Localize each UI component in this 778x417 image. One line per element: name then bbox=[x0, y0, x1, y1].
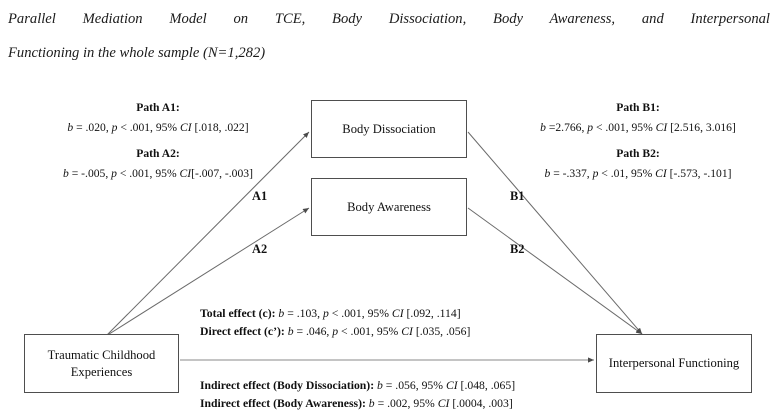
edge-b2 bbox=[467, 207, 643, 335]
edge-a1 bbox=[105, 131, 310, 337]
node-tce-label: Traumatic Childhood Experiences bbox=[47, 347, 156, 379]
indirect-effect-awareness-values: b = .002, 95% CI [.0004, .003] bbox=[368, 396, 513, 410]
edge-label-b2: B2 bbox=[510, 242, 525, 256]
edge-label-a2: A2 bbox=[252, 242, 268, 256]
path-a2-statistics: Path A2: b = -.005, p < .001, 95% CI[-.0… bbox=[8, 144, 308, 184]
path-a1-statistics: Path A1: b = .020, p < .001, 95% CI [.01… bbox=[8, 98, 308, 138]
direct-effect-values: b = .046, p < .001, 95% CI [.035, .056] bbox=[287, 324, 471, 338]
indirect-effect-dissociation-row: Indirect effect (Body Dissociation): b =… bbox=[200, 377, 515, 395]
figure-title-line-2: Functioning in the whole sample (N=1,282… bbox=[8, 45, 266, 61]
node-body-awareness-label: Body Awareness bbox=[347, 199, 431, 214]
path-a2-values: b = -.005, p < .001, 95% CI[-.007, -.003… bbox=[63, 167, 253, 180]
indirect-effect-awareness-label: Indirect effect (Body Awareness): bbox=[200, 396, 366, 410]
indirect-effect-dissociation-label: Indirect effect (Body Dissociation): bbox=[200, 379, 375, 392]
effects-indirect: Indirect effect (Body Dissociation): b =… bbox=[200, 377, 515, 412]
indirect-effect-dissociation-values: b = .056, 95% CI [.048, .065] bbox=[377, 379, 516, 392]
path-a1-heading: Path A1: bbox=[136, 101, 180, 114]
edge-label-b1: B1 bbox=[510, 189, 525, 203]
path-b1-heading: Path B1: bbox=[616, 101, 660, 114]
node-body-dissociation[interactable]: Body Dissociation bbox=[311, 100, 467, 158]
total-effect-label: Total effect (c): bbox=[200, 307, 276, 320]
effects-total-direct: Total effect (c): b = .103, p < .001, 95… bbox=[200, 305, 470, 340]
edge-a2 bbox=[105, 207, 310, 337]
total-effect-values: b = .103, p < .001, 95% CI [.092, .114] bbox=[278, 307, 461, 320]
node-interpersonal-functioning[interactable]: Interpersonal Functioning bbox=[596, 334, 752, 393]
node-body-dissociation-label: Body Dissociation bbox=[342, 121, 436, 136]
total-effect-row: Total effect (c): b = .103, p < .001, 95… bbox=[200, 305, 470, 323]
figure-title-line-1: Parallel Mediation Model on TCE, Body Di… bbox=[8, 11, 770, 27]
path-b2-statistics: Path B2: b = -.337, p < .01, 95% CI [-.5… bbox=[500, 144, 776, 184]
node-body-awareness[interactable]: Body Awareness bbox=[311, 178, 467, 236]
node-traumatic-childhood-experiences[interactable]: Traumatic Childhood Experiences bbox=[24, 334, 179, 393]
path-b1-values: b =2.766, p < .001, 95% CI [2.516, 3.016… bbox=[540, 121, 736, 134]
path-a1-values: b = .020, p < .001, 95% CI [.018, .022] bbox=[67, 121, 249, 134]
path-b2-values: b = -.337, p < .01, 95% CI [-.573, -.101… bbox=[544, 167, 732, 180]
node-interpersonal-label: Interpersonal Functioning bbox=[608, 356, 740, 370]
path-b2-heading: Path B2: bbox=[616, 147, 660, 160]
direct-effect-row: Direct effect (c’): b = .046, p < .001, … bbox=[200, 323, 470, 341]
edge-label-a1: A1 bbox=[252, 189, 268, 203]
path-b1-statistics: Path B1: b =2.766, p < .001, 95% CI [2.5… bbox=[500, 98, 776, 138]
figure-title: Parallel Mediation Model on TCE, Body Di… bbox=[8, 2, 770, 70]
direct-effect-label: Direct effect (c’): bbox=[200, 324, 285, 338]
indirect-effect-awareness-row: Indirect effect (Body Awareness): b = .0… bbox=[200, 395, 515, 413]
path-a2-heading: Path A2: bbox=[136, 147, 180, 160]
edge-b1 bbox=[467, 131, 643, 335]
